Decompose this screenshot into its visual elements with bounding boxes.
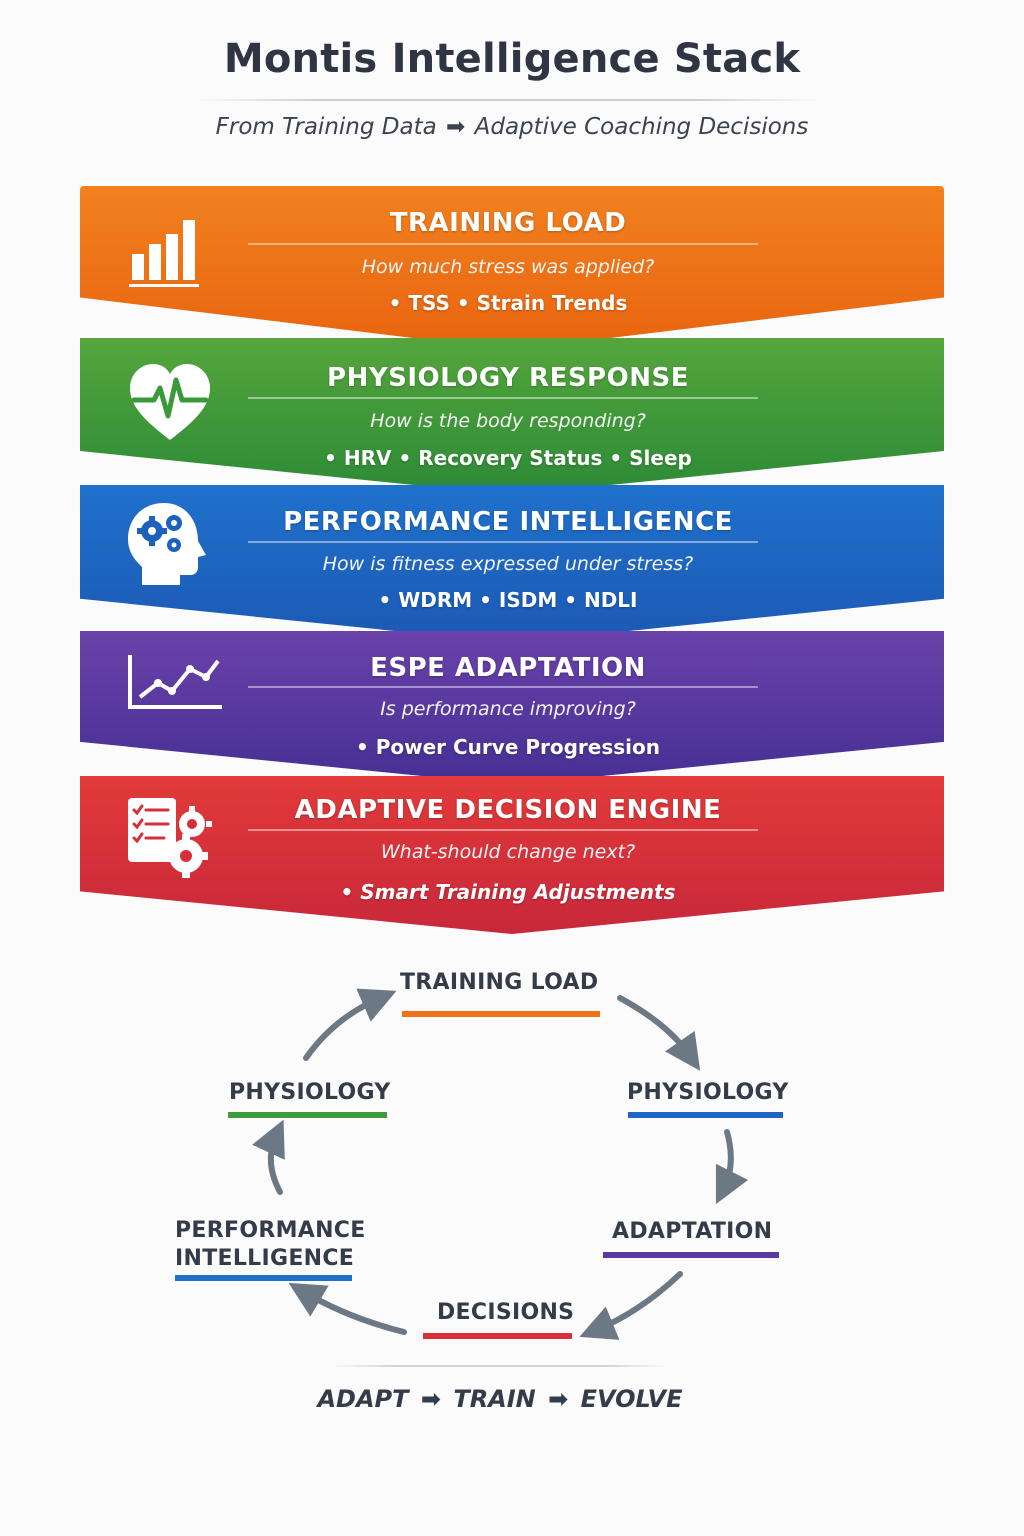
motto-word: TRAIN	[453, 1385, 536, 1413]
stack-layer-espe-adaptation: ESPE ADAPTATION Is performance improving…	[80, 631, 944, 785]
cycle-arrow-top-right	[617, 995, 701, 1071]
layer-divider	[248, 397, 758, 399]
subtitle-from: From Training Data	[215, 114, 437, 140]
layer-title: TRAINING LOAD	[389, 208, 627, 238]
layer-items: • Smart Training Adjustments	[340, 880, 676, 904]
cycle-label-training-load: TRAINING LOAD	[400, 970, 599, 995]
cycle-label-physiology-right: PHYSIOLOGY	[627, 1080, 789, 1105]
layer-title: ESPE ADAPTATION	[370, 653, 646, 683]
cycle-arrow-bottom-right	[579, 1271, 683, 1340]
layer-items: • TSS • Strain Trends	[388, 291, 628, 315]
cycle-bar-physiology-left	[228, 1112, 387, 1118]
bar-chart-icon	[129, 220, 199, 287]
footer-motto: ADAPT ➡ TRAIN ➡ EVOLVE	[0, 1385, 1000, 1413]
layer-question: How is the body responding?	[370, 410, 646, 432]
cycle-label-line: PERFORMANCE	[175, 1218, 366, 1243]
arrow-right-icon: ➡	[446, 114, 466, 140]
cycle-bar-decisions	[423, 1333, 572, 1339]
layer-title: PHYSIOLOGY RESPONSE	[327, 363, 689, 393]
page-title: Montis Intelligence Stack	[223, 36, 801, 82]
motto-word: ADAPT	[317, 1385, 409, 1413]
cycle-bar-performance-intelligence	[175, 1275, 352, 1281]
stack-layer-physiology-response: PHYSIOLOGY RESPONSE How is the body resp…	[80, 338, 944, 495]
line-chart-icon	[128, 655, 222, 709]
layer-divider	[248, 541, 758, 543]
title-divider	[195, 99, 820, 101]
arrow-right-icon: ➡	[420, 1385, 441, 1413]
motto-word: EVOLVE	[580, 1385, 683, 1413]
stack-layer-performance-intelligence: PERFORMANCE INTELLIGENCE How is fitness …	[80, 485, 944, 643]
footer-divider	[330, 1365, 670, 1367]
cycle-label-adaptation: ADAPTATION	[612, 1219, 773, 1244]
cycle-bar-training-load	[402, 1011, 600, 1017]
layer-title: ADAPTIVE DECISION ENGINE	[294, 795, 722, 825]
layer-question: Is performance improving?	[380, 698, 636, 720]
brain-gears-icon	[128, 503, 206, 585]
layer-question: How much stress was applied?	[361, 256, 655, 278]
layer-items: • HRV • Recovery Status • Sleep	[324, 446, 692, 470]
layer-divider	[248, 829, 758, 831]
layer-items: • Power Curve Progression	[355, 735, 660, 759]
cycle-arrow-left	[252, 1119, 285, 1195]
layer-divider	[248, 686, 758, 688]
layer-items: • WDRM • ISDM • NDLI	[378, 588, 638, 612]
stack-layer-adaptive-decision-engine: ADAPTIVE DECISION ENGINE What-should cha…	[80, 776, 944, 934]
cycle-arrow-top-left	[303, 988, 397, 1061]
layer-title: PERFORMANCE INTELLIGENCE	[283, 507, 733, 537]
cycle-arrow-bottom-left	[288, 1282, 407, 1335]
subtitle-to: Adaptive Coaching Decisions	[474, 114, 809, 140]
cycle-bar-adaptation	[603, 1252, 779, 1258]
layer-question: What-should change next?	[380, 841, 636, 863]
cycle-arrow-right	[715, 1129, 749, 1205]
cycle-bar-physiology-right	[628, 1112, 783, 1118]
layer-divider	[248, 243, 758, 245]
layer-question: How is fitness expressed under stress?	[322, 553, 694, 575]
cycle-label-physiology-left: PHYSIOLOGY	[229, 1080, 391, 1105]
arrow-right-icon: ➡	[548, 1385, 569, 1413]
cycle-label-decisions: DECISIONS	[437, 1300, 575, 1325]
cycle-label-performance-intelligence: PERFORMANCE INTELLIGENCE	[175, 1217, 366, 1273]
stack-layer-training-load: TRAINING LOAD How much stress was applie…	[80, 186, 944, 350]
checklist-gears-icon	[128, 798, 212, 878]
cycle-label-line: INTELLIGENCE	[175, 1246, 355, 1271]
subtitle: From Training Data ➡ Adaptive Coaching D…	[0, 114, 1024, 140]
cycle-arrows	[252, 988, 749, 1340]
heart-pulse-icon	[130, 364, 210, 440]
